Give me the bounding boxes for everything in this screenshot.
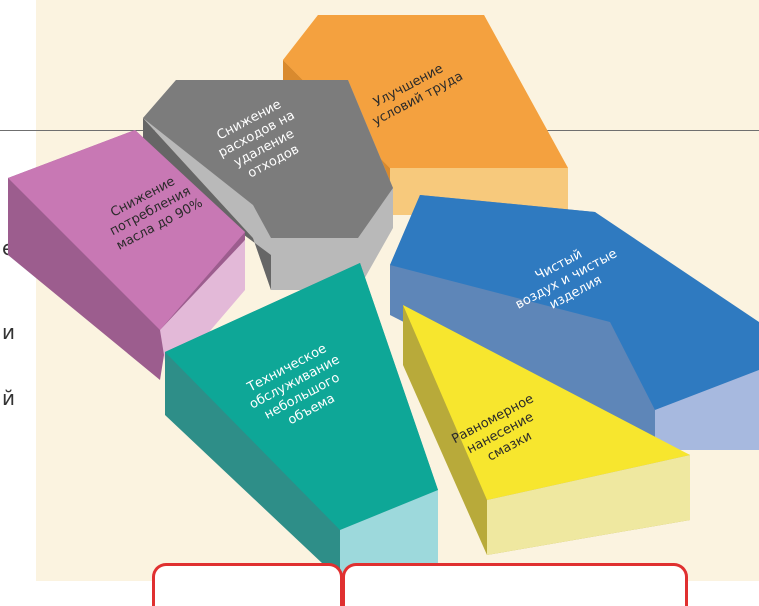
label-maintenance: Техническое обслуживание небольшого объе… [240, 336, 361, 440]
segment-waste-costs [143, 80, 393, 290]
segment-uniform-lubrication [403, 305, 690, 555]
segment-clean-air [390, 195, 759, 450]
segment-maintenance [165, 263, 438, 580]
bottom-tab-left [152, 563, 343, 606]
cropped-text-fragment: й [2, 386, 15, 410]
bottom-tab-right [342, 563, 688, 606]
benefits-diagram: Улучшение условий труда Снижение расходо… [8, 15, 759, 580]
cropped-text-fragment: и [2, 320, 15, 344]
